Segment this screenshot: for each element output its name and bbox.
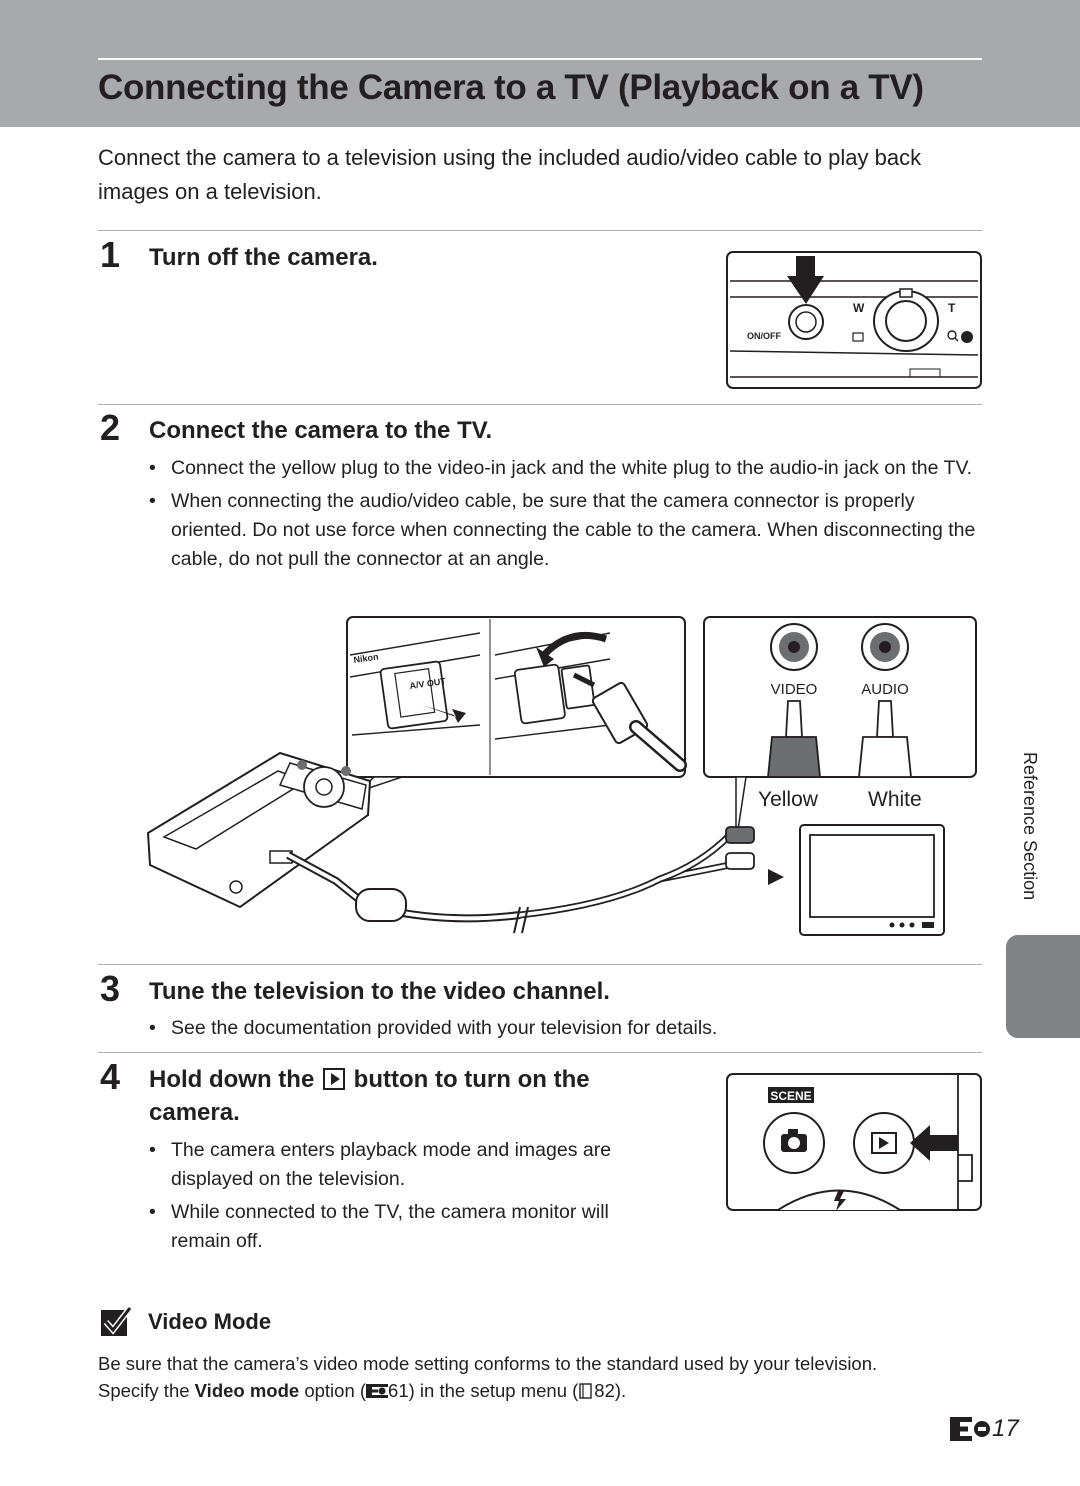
bullet-item: When connecting the audio/video cable, b… (148, 487, 978, 574)
video-label: VIDEO (771, 681, 818, 698)
step-heading: Connect the camera to the TV. (149, 417, 493, 444)
note-line: option ( (304, 1380, 367, 1401)
page-title: Connecting the Camera to a TV (Playback … (98, 68, 924, 107)
left-arrow-icon (910, 1125, 958, 1161)
white-label: White (868, 788, 922, 811)
right-arrow-icon (768, 869, 784, 885)
divider (98, 964, 982, 965)
yellow-label: Yellow (758, 788, 819, 811)
scene-badge (768, 1087, 814, 1103)
step-4-bullets: The camera enters playback mode and imag… (148, 1136, 668, 1260)
playback-button-figure: SCENE (726, 1073, 982, 1211)
step-heading-part: camera. (149, 1099, 240, 1126)
thumbnail-icon (852, 332, 864, 342)
step-heading: Turn off the camera. (149, 244, 378, 271)
video-mode-note-title: Video Mode (148, 1309, 272, 1334)
step-heading-part: button to turn on the (353, 1066, 590, 1093)
step-2-bullets: Connect the yellow plug to the video-in … (148, 454, 978, 578)
note-line: Be sure that the camera’s video mode set… (98, 1353, 878, 1374)
step-heading: Tune the television to the video channel… (149, 978, 610, 1005)
playback-button-icon (853, 1112, 915, 1174)
help-icon (961, 331, 973, 343)
step-number: 1 (100, 234, 121, 275)
bullet-item: See the documentation provided with your… (148, 1014, 978, 1043)
down-arrow-icon (787, 256, 824, 304)
step-3-bullets: See the documentation provided with your… (148, 1014, 978, 1047)
reference-page-link[interactable]: 61 (388, 1380, 409, 1401)
note-line: ) in the setup menu ( (408, 1380, 579, 1401)
magnify-icon (947, 330, 959, 342)
page-number-value: 17 (992, 1415, 1019, 1442)
divider (98, 1052, 982, 1053)
book-icon (579, 1383, 592, 1399)
bullet-item: The camera enters playback mode and imag… (148, 1136, 668, 1194)
onoff-label: ON/OFF (747, 331, 781, 341)
audio-label: AUDIO (861, 681, 909, 698)
reference-section-tab (1006, 935, 1080, 1038)
t-label: T (948, 301, 956, 315)
reference-page-link[interactable]: 82 (594, 1380, 615, 1401)
camera-top-onoff-figure: ON/OFF W T (726, 251, 982, 389)
video-mode-note-header: Video Mode (100, 1306, 271, 1338)
step-number: 2 (100, 407, 121, 448)
television-icon (799, 824, 945, 936)
video-mode-option-name: Video mode (194, 1380, 300, 1401)
checkmark-icon (101, 1306, 132, 1336)
video-jack-icon (770, 623, 818, 671)
note-line: Specify the (98, 1380, 190, 1401)
header-rule (98, 58, 982, 60)
white-plug-icon (858, 700, 912, 778)
camera-body-icon (146, 751, 372, 909)
playback-icon (322, 1068, 345, 1090)
yellow-plug-icon (767, 700, 821, 778)
reference-section-label: Reference Section (1020, 752, 1040, 901)
brand-label: Nikon (353, 652, 379, 665)
audio-jack-icon (861, 623, 909, 671)
w-label: W (853, 301, 865, 315)
page-number: 17 (950, 1415, 1019, 1443)
bullet-item: Connect the yellow plug to the video-in … (148, 454, 978, 483)
reference-section-icon (950, 1417, 990, 1441)
divider (98, 404, 982, 405)
step-number: 4 (100, 1056, 121, 1097)
shooting-mode-button-icon (763, 1112, 825, 1174)
header-band (0, 0, 1080, 127)
video-mode-note-body: Be sure that the camera’s video mode set… (98, 1350, 978, 1404)
tv-connection-figure: A/V OUT Nikon VIDEO AUDIO Yellow White (146, 616, 977, 936)
scene-label: SCENE (770, 1089, 811, 1103)
zoom-control-icon (873, 288, 939, 352)
step-number: 3 (100, 968, 121, 1009)
divider (98, 230, 982, 231)
bullet-item: While connected to the TV, the camera mo… (148, 1198, 668, 1256)
flash-icon (834, 1191, 846, 1211)
note-line: ). (614, 1380, 627, 1401)
power-button-icon (788, 304, 824, 340)
intro-text: Connect the camera to a television using… (98, 145, 922, 204)
step-heading: Hold down the button to turn on the came… (149, 1063, 590, 1129)
step-heading-part: Hold down the (149, 1066, 315, 1093)
reference-section-icon (366, 1384, 389, 1398)
